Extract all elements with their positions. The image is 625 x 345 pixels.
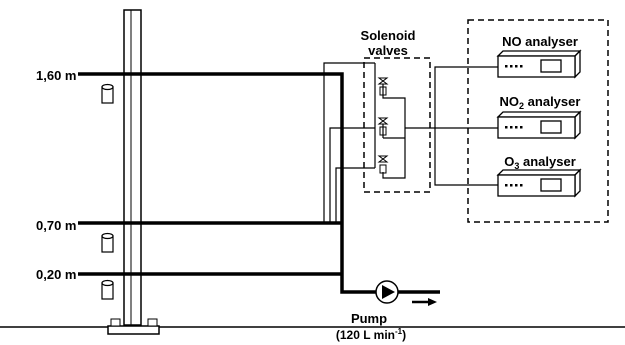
analyser-unit-o3 [496,168,582,198]
pump-flow-rate: (120 L min-1) [336,327,406,342]
height-label-160: 1,60 m [36,68,76,83]
sampling-tube-160 [78,72,344,274]
flow-arrow [412,298,437,306]
sampling-tubes [78,72,440,294]
analyser-label-no: NO analyser [502,34,578,49]
mast [107,9,160,335]
sensor-cylinder-070 [101,232,114,253]
valves-dashed-box [363,57,431,193]
height-label-070: 0,70 m [36,218,76,233]
sensor-cylinder-020 [101,279,114,300]
pump-symbol [375,280,399,304]
sensor-cylinder-160 [101,83,114,104]
valves-title-line1: Solenoid [361,28,416,43]
pump-label: Pump [351,311,387,326]
valves-title-line2: valves [368,43,408,58]
analyser-label-no2: NO2 analyser [500,94,581,111]
height-label-020: 0,20 m [36,267,76,282]
valve-manifold [382,66,498,186]
analyser-unit-no [496,49,582,79]
analysers-dashed-box [467,19,609,223]
analyser-label-o3: O3 analyser [504,154,576,171]
sample-lines [323,62,376,223]
pump-inlet-tube [340,274,376,294]
solenoid-valve-3 [377,155,389,174]
analyser-unit-no2 [496,110,582,140]
